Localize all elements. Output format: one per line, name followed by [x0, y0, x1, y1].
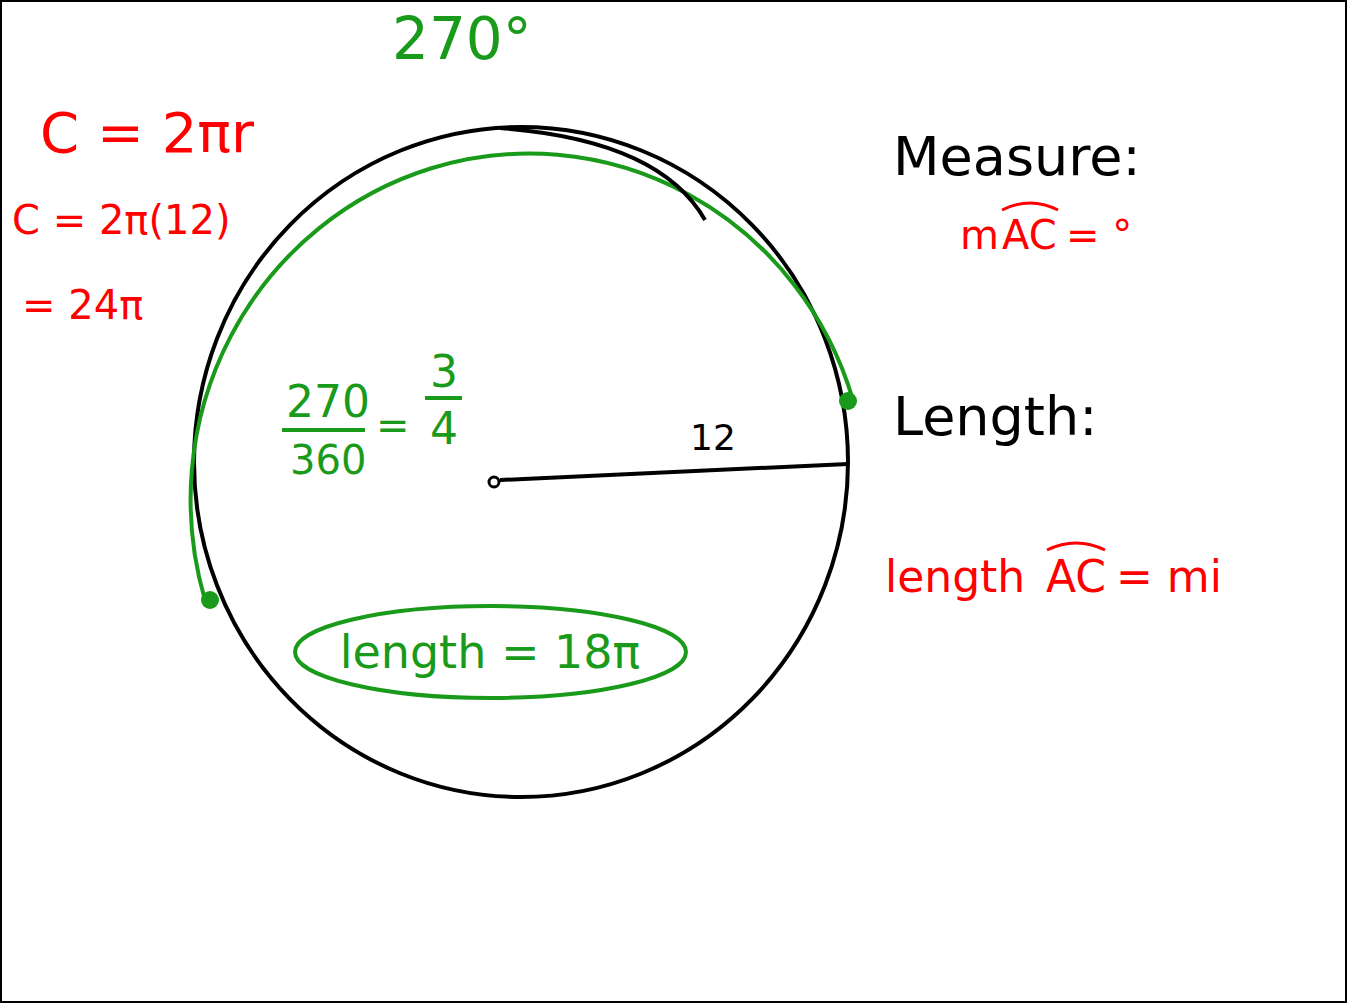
- heading: Measure:: [893, 130, 1141, 184]
- radius-label: 12: [690, 420, 736, 456]
- equals-sign: =: [376, 405, 410, 445]
- length-prefix: length: [885, 555, 1025, 599]
- fraction-numerator: 3: [430, 350, 458, 394]
- circled-answer: length = 18π: [292, 603, 689, 701]
- measure-value: = °: [1066, 215, 1132, 255]
- fraction-denominator: 4: [430, 407, 458, 451]
- arc-name: AC: [1002, 215, 1057, 255]
- arc-measure: 270°: [392, 10, 532, 68]
- fraction-denominator: 360: [290, 440, 366, 480]
- highlighted-arc: [191, 154, 853, 600]
- radius-line: [500, 464, 848, 480]
- formula: C = 2πr: [40, 105, 254, 161]
- fraction-bar: [282, 428, 365, 432]
- heading: Length:: [893, 390, 1097, 444]
- arc-symbol: [1047, 543, 1105, 550]
- circle: [194, 127, 848, 797]
- formula: = 24π: [22, 285, 143, 325]
- arc-name: AC: [1046, 555, 1106, 599]
- length-value: = mi: [1116, 555, 1222, 599]
- angle-arc: [500, 128, 705, 220]
- arc-symbol: [1002, 203, 1058, 210]
- formula: C = 2π(12): [12, 200, 231, 240]
- arc-endpoint: [839, 392, 857, 410]
- center-point: [489, 477, 499, 487]
- measure-prefix: m: [960, 215, 999, 255]
- fraction-numerator: 270: [286, 380, 370, 424]
- arc-endpoint: [201, 591, 219, 609]
- answer-text: length = 18π: [292, 629, 689, 675]
- fraction-bar: [425, 396, 462, 400]
